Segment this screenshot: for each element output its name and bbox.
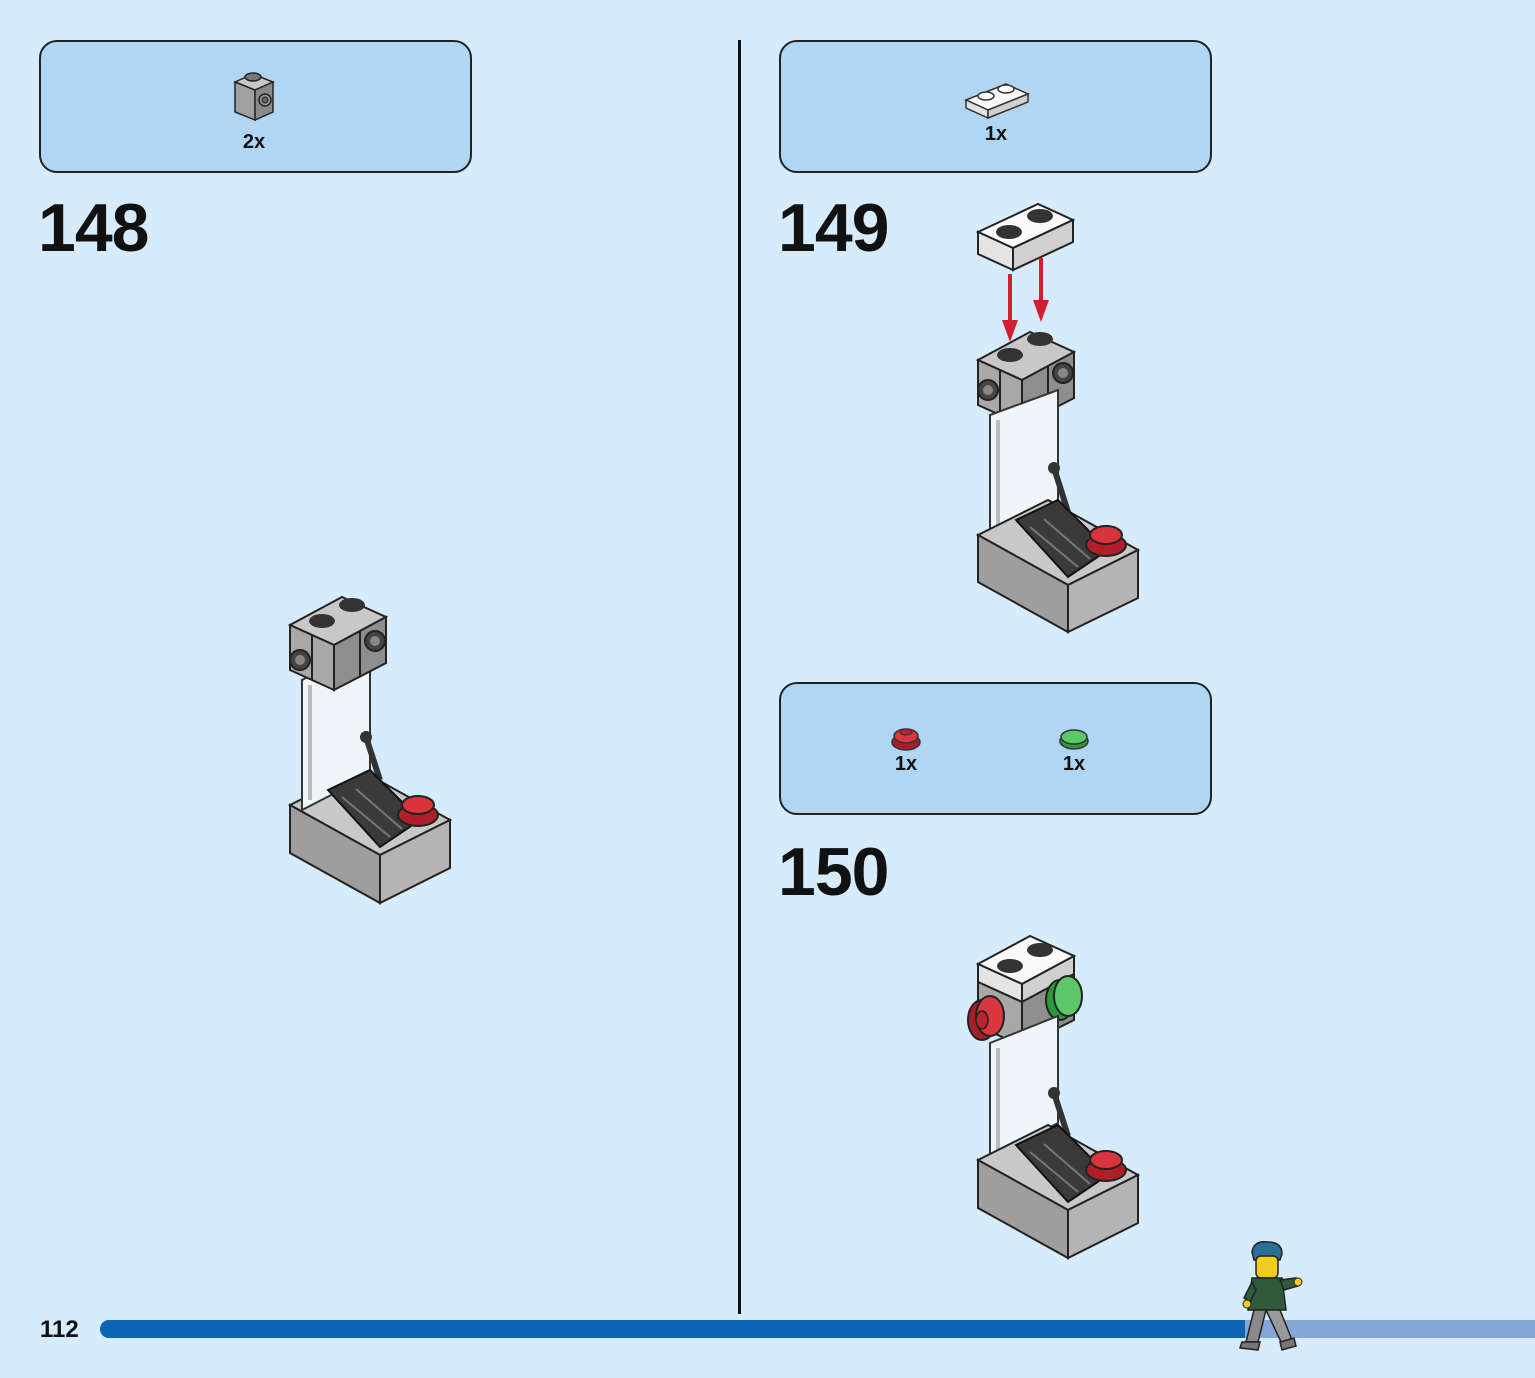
minifigure-icon bbox=[1238, 1240, 1303, 1351]
part-gray-brick: 2x bbox=[229, 68, 279, 154]
parts-box-148: 2x bbox=[39, 40, 472, 173]
page-number: 112 bbox=[40, 1316, 79, 1343]
progress-bar bbox=[100, 1320, 1535, 1338]
gray-brick-icon bbox=[233, 72, 275, 122]
part-qty: 2x bbox=[242, 131, 266, 153]
assembly-illustration-149 bbox=[975, 202, 1141, 634]
assembly-illustration-150 bbox=[967, 934, 1141, 1260]
column-divider bbox=[738, 40, 741, 1314]
parts-box-149: 1x bbox=[779, 40, 1212, 173]
step-number-149: 149 bbox=[778, 190, 889, 266]
assembly-illustration-148 bbox=[287, 595, 453, 905]
part-white-plate: 1x bbox=[956, 76, 1036, 146]
progress-bar-fill bbox=[100, 1320, 1246, 1338]
green-round-plate-icon bbox=[1059, 729, 1089, 750]
parts-box-150: 1x 1x bbox=[779, 682, 1212, 815]
step-number-150: 150 bbox=[778, 834, 889, 910]
white-plate-icon bbox=[964, 83, 1030, 120]
red-round-plate-icon bbox=[891, 728, 921, 751]
part-green-round-plate: 1x bbox=[1049, 726, 1099, 776]
part-qty: 1x bbox=[894, 753, 918, 775]
part-qty: 1x bbox=[1062, 753, 1086, 775]
part-qty: 1x bbox=[984, 123, 1008, 145]
part-red-round-plate: 1x bbox=[881, 724, 931, 776]
step-number-148: 148 bbox=[38, 190, 149, 266]
